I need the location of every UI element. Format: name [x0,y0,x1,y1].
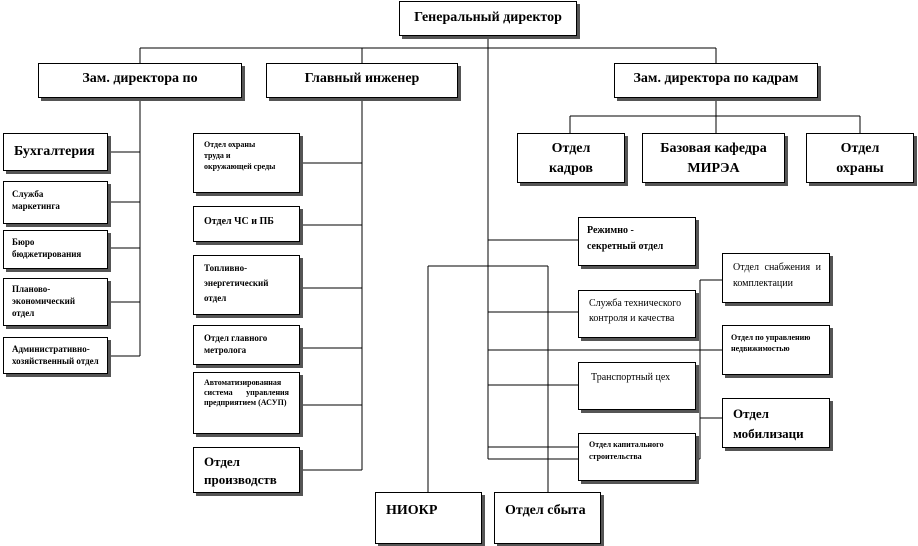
deputy-director-box: Зам. директора по [38,63,242,98]
sales-box: Отдел сбыта [494,492,601,544]
niokr-label: НИОКР [386,503,438,518]
accounting-label: Бухгалтерия [14,144,95,159]
labor-protection-box: Отдел охраны труда и окружающей среды [193,133,300,193]
chief-engineer-label: Главный инженер [304,71,420,86]
admin-econ-box: Административно-хозяйственный отдел [3,337,108,374]
mobilization-label: Отдел мобилизаци [733,406,804,441]
supply-label: Отдел снабжения и комплектации [733,262,821,289]
marketing-box: Служба маркетинга [3,181,108,224]
labor-protection-label: Отдел охраны труда и окружающей среды [204,140,276,171]
secret-dept-box: Режимно - секретный отдел [578,217,696,266]
production-box: Отдел производств [193,447,300,493]
acs-label: Автоматизированная система управления пр… [204,378,289,407]
transport-box: Транспортный цех [578,362,696,410]
deputy-director-label: Зам. директора по [82,71,198,86]
sales-label: Отдел сбыта [505,503,586,518]
metrology-label: Отдел главного метролога [204,333,268,355]
base-chair-label: Базовая кафедра МИРЭА [660,141,767,176]
supply-box: Отдел снабжения и комплектации [722,253,830,303]
hr-dept-box: Отдел кадров [517,133,625,183]
deputy-hr-label: Зам. директора по кадрам [633,71,799,86]
general-director-label: Генеральный директор [414,10,562,25]
secret-dept-label: Режимно - секретный отдел [587,225,664,252]
property-mgmt-box: Отдел по управлению недвижимостью [722,325,830,375]
budgeting-box: Бюро бюджетирования [3,230,108,269]
planning-econ-box: Планово-экономический отдел [3,278,108,326]
production-label: Отдел производств [204,454,277,487]
transport-label: Транспортный цех [591,372,671,383]
quality-control-box: Служба технического контроля и качества [578,290,696,338]
niokr-box: НИОКР [375,492,482,544]
chief-engineer-box: Главный инженер [266,63,458,98]
capital-construction-box: Отдел капитального строительства [578,433,696,481]
marketing-label: Служба маркетинга [12,189,60,211]
acs-box: Автоматизированная система управления пр… [193,372,300,434]
metrology-box: Отдел главного метролога [193,325,300,365]
mobilization-box: Отдел мобилизаци [722,398,830,448]
deputy-hr-box: Зам. директора по кадрам [614,63,818,98]
base-chair-box: Базовая кафедра МИРЭА [642,133,785,183]
admin-econ-label: Административно-хозяйственный отдел [12,344,99,366]
hr-dept-label: Отдел кадров [549,141,593,176]
capital-construction-label: Отдел капитального строительства [589,440,664,461]
general-director-box: Генеральный директор [399,1,577,36]
fuel-energy-label: Топливно-энергетический отдел [204,263,269,303]
quality-control-label: Служба технического контроля и качества [589,298,682,324]
budgeting-label: Бюро бюджетирования [12,237,82,259]
security-box: Отдел охраны [806,133,914,183]
fuel-energy-box: Топливно-энергетический отдел [193,255,300,315]
emergency-fire-label: Отдел ЧС и ПБ [204,216,274,227]
planning-econ-label: Планово-экономический отдел [12,284,76,318]
property-mgmt-label: Отдел по управлению недвижимостью [731,333,811,353]
security-label: Отдел охраны [836,141,884,176]
emergency-fire-box: Отдел ЧС и ПБ [193,206,300,242]
accounting-box: Бухгалтерия [3,133,108,171]
